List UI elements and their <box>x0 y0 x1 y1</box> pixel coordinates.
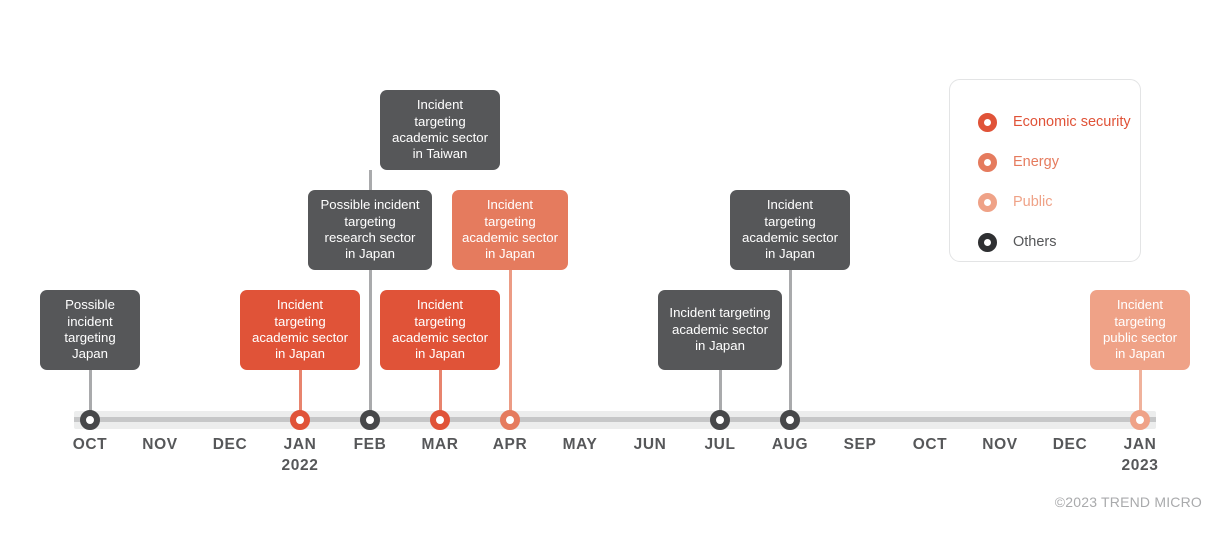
event-card[interactable]: Possible incident targeting research sec… <box>308 190 432 270</box>
month-label-text: DEC <box>1052 436 1088 453</box>
legend-item-label: Public <box>1013 194 1053 210</box>
event-card-text: Incident targeting academic sector in Ja… <box>251 297 348 362</box>
month-label-jun: JUN <box>590 434 710 455</box>
month-label-apr: APR <box>450 434 570 455</box>
month-label-text: MAR <box>421 436 459 453</box>
event-card[interactable]: Incident targeting academic sector in Ta… <box>380 90 500 170</box>
legend-swatch-energy-icon <box>978 152 997 172</box>
event-card[interactable]: Possible incident targeting Japan <box>40 290 140 370</box>
connector-stem <box>718 370 722 420</box>
event-card-text: Incident targeting public sector in Japa… <box>1102 297 1178 362</box>
month-label-nov: NOV <box>940 434 1060 455</box>
timeline-dot-jan-2023[interactable] <box>1130 410 1150 430</box>
month-label-text: AUG <box>771 436 809 453</box>
month-label-sep: SEP <box>800 434 920 455</box>
legend-swatch-others-icon <box>978 232 997 252</box>
event-card[interactable]: Incident targeting academic sector in Ja… <box>658 290 782 370</box>
connector-stem <box>1138 370 1142 420</box>
timeline-dot-jan-2022[interactable] <box>290 410 310 430</box>
month-label-feb: FEB <box>310 434 430 455</box>
month-label-aug: AUG <box>730 434 850 455</box>
month-label-text: APR <box>492 436 528 453</box>
event-card-text: Incident targeting academic sector in Ja… <box>391 297 488 362</box>
event-card[interactable]: Incident targeting public sector in Japa… <box>1090 290 1190 370</box>
timeline-dot-jul[interactable] <box>710 410 730 430</box>
connector-stem <box>298 370 302 420</box>
month-label-oct: OCT <box>870 434 990 455</box>
connector-stem <box>508 270 512 420</box>
event-card[interactable]: Incident targeting academic sector in Ja… <box>380 290 500 370</box>
month-label-text: JAN <box>283 436 317 453</box>
month-label-text: NOV <box>142 436 178 453</box>
event-card[interactable]: Incident targeting academic sector in Ja… <box>240 290 360 370</box>
year-label-text: 2022 <box>281 457 319 474</box>
month-label-text: OCT <box>912 436 948 453</box>
legend-item-economic[interactable]: Economic security <box>978 102 1140 142</box>
legend-item-energy[interactable]: Energy <box>978 142 1140 182</box>
legend-item-label: Others <box>1013 234 1057 250</box>
month-label-text: MAY <box>562 436 598 453</box>
month-label-text: JUL <box>704 436 736 453</box>
timeline-dot-feb[interactable] <box>360 410 380 430</box>
month-label-may: MAY <box>520 434 640 455</box>
legend-swatch-economic-icon <box>978 112 997 132</box>
timeline-dot-aug[interactable] <box>780 410 800 430</box>
month-label-jul: JUL <box>660 434 780 455</box>
event-card[interactable]: Incident targeting academic sector in Ja… <box>730 190 850 270</box>
legend-item-label: Energy <box>1013 154 1059 170</box>
connector-stem <box>788 270 792 420</box>
month-label-mar: MAR <box>380 434 500 455</box>
event-card-text: Incident targeting academic sector in Ja… <box>669 305 771 354</box>
event-card-text: Incident targeting academic sector in Ja… <box>462 197 559 262</box>
year-label-text: 2023 <box>1121 457 1159 474</box>
month-label-nov: NOV <box>100 434 220 455</box>
month-label-jan-2022: JAN 2022 <box>240 434 360 476</box>
legend-item-label: Economic security <box>1013 114 1131 130</box>
copyright-notice: ©2023 TREND MICRO <box>1054 494 1202 510</box>
month-label-text: SEP <box>843 436 877 453</box>
month-label-jan-2023: JAN 2023 <box>1080 434 1200 476</box>
timeline-dot-oct[interactable] <box>80 410 100 430</box>
event-card-text: Incident targeting academic sector in Ja… <box>741 197 838 262</box>
month-label-oct: OCT <box>30 434 150 455</box>
legend-swatch-public-icon <box>978 192 997 212</box>
month-label-text: DEC <box>212 436 248 453</box>
event-card-text: Incident targeting academic sector in Ta… <box>391 97 488 162</box>
connector-stem <box>438 370 442 420</box>
legend-item-public[interactable]: Public <box>978 182 1140 222</box>
month-label-text: OCT <box>72 436 108 453</box>
connector-stem <box>368 170 372 420</box>
timeline-dot-apr[interactable] <box>500 410 520 430</box>
month-label-dec: DEC <box>1010 434 1130 455</box>
legend-item-others[interactable]: Others <box>978 222 1140 262</box>
month-label-dec: DEC <box>170 434 290 455</box>
timeline-rule <box>74 417 1156 422</box>
event-card-text: Possible incident targeting research sec… <box>320 197 420 262</box>
month-label-text: JAN <box>1123 436 1157 453</box>
event-card-text: Possible incident targeting Japan <box>64 297 116 362</box>
connector-stem <box>88 370 92 420</box>
timeline-dot-mar[interactable] <box>430 410 450 430</box>
month-label-text: FEB <box>353 436 387 453</box>
month-label-text: JUN <box>633 436 667 453</box>
month-label-text: NOV <box>982 436 1018 453</box>
event-card[interactable]: Incident targeting academic sector in Ja… <box>452 190 568 270</box>
